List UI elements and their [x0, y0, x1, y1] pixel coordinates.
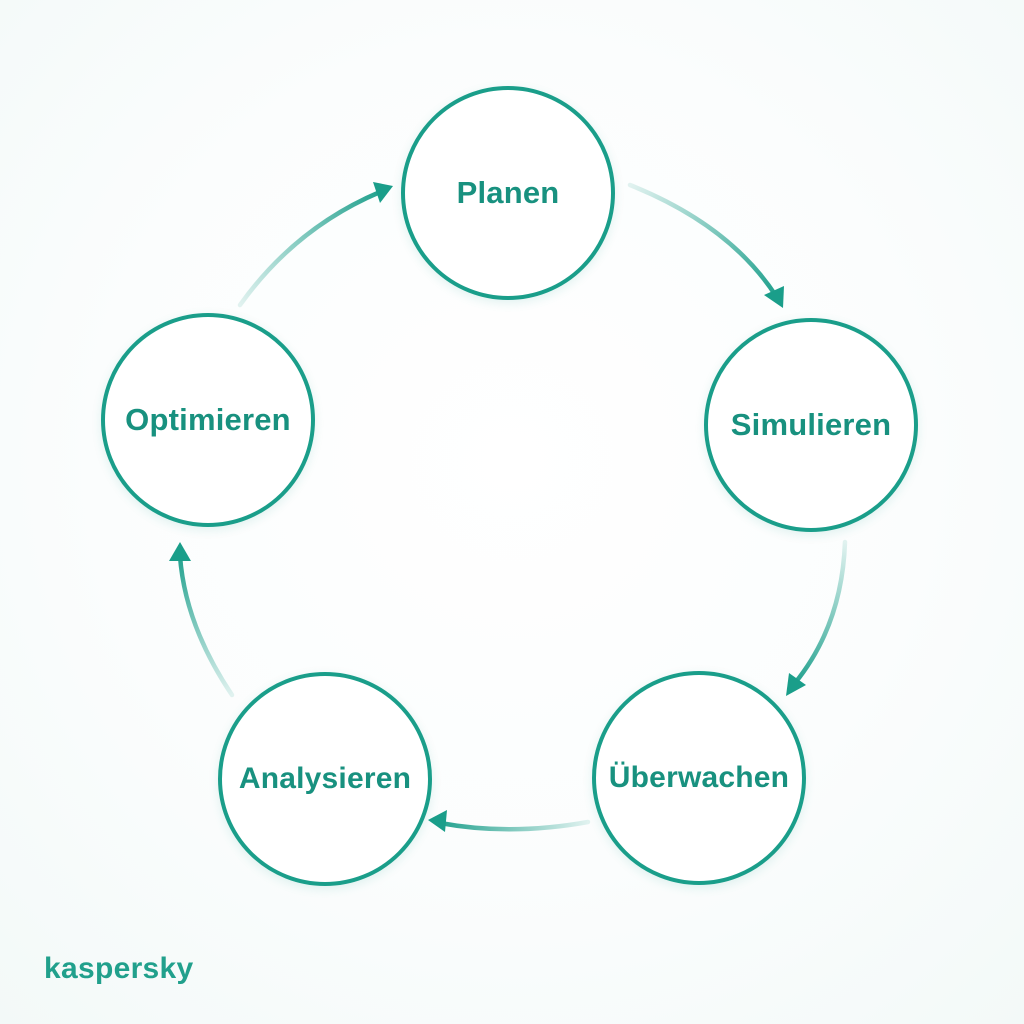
step-node-ueberwachen: Überwachen — [592, 671, 806, 885]
step-label: Überwachen — [608, 761, 790, 794]
arrow-simulieren-ueberwachen — [792, 539, 848, 686]
arrowhead-analysieren-in — [428, 810, 447, 832]
arrowhead-planen-in — [373, 182, 393, 203]
arrow-optimieren-planen — [237, 189, 383, 308]
arrow-planen-simulieren — [627, 182, 779, 299]
arrowhead-optimieren-in — [169, 542, 191, 561]
arrow-ueberwachen-analysieren — [437, 819, 591, 832]
arrowhead-planen-simulieren — [764, 286, 784, 308]
step-node-simulieren: Simulieren — [704, 318, 918, 532]
arrowhead-simulieren-ueberwachen — [786, 673, 806, 696]
step-label: Simulieren — [730, 407, 892, 442]
step-label: Planen — [456, 175, 560, 210]
step-node-planen: Planen — [401, 86, 615, 300]
kaspersky-logo: kaspersky — [44, 952, 194, 985]
step-node-analysieren: Analysieren — [218, 672, 432, 886]
step-node-optimieren: Optimieren — [101, 313, 315, 527]
step-label: Analysieren — [238, 762, 412, 795]
arrow-analysieren-optimieren — [177, 553, 235, 698]
step-label: Optimieren — [125, 402, 291, 437]
